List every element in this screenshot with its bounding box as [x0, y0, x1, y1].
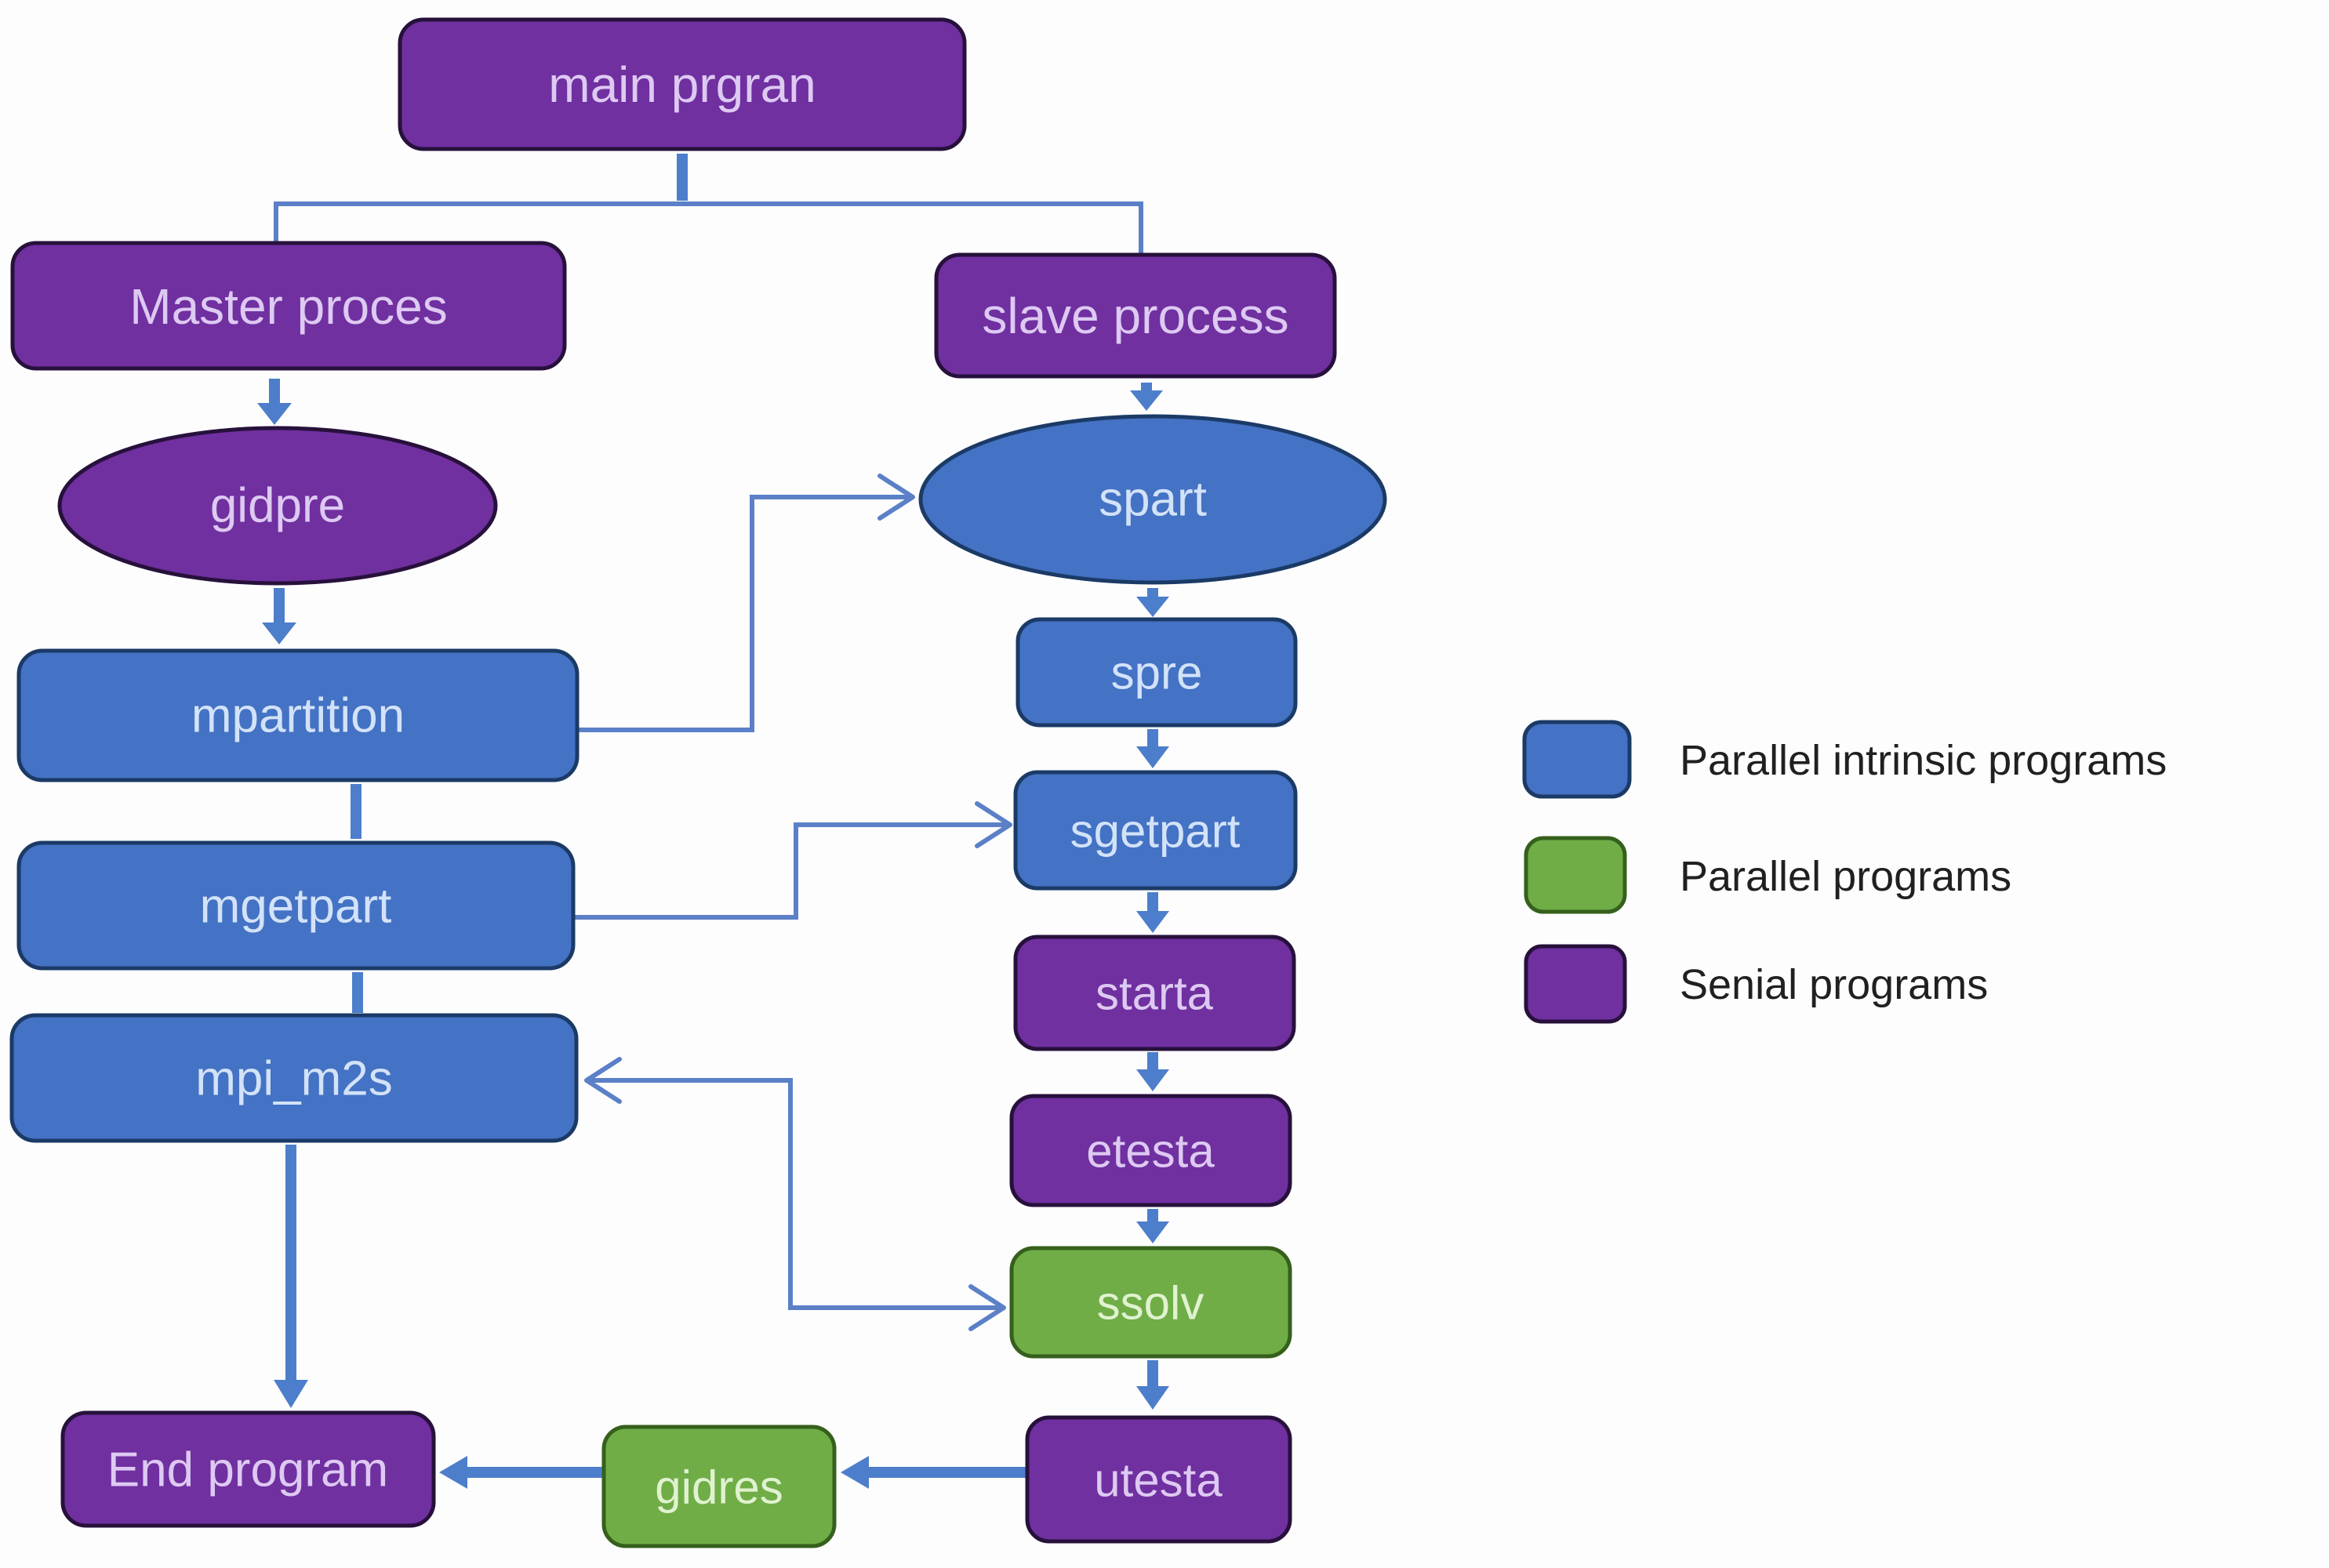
legend-item-parallel-intrinsic: Parallel intrinsic programs: [1522, 720, 2167, 799]
main-program-shape: [398, 17, 967, 151]
node-spre: spre: [1016, 617, 1298, 728]
edge-mgetpart-sgetpart: [573, 822, 1007, 920]
legend-label-serial: Senial programs: [1680, 961, 1988, 1008]
mpartition-shape: [16, 648, 580, 782]
gidpre-shape: [57, 426, 498, 586]
edge-branch-tree: [274, 201, 1143, 255]
arrowhead-spart-spre: [1136, 597, 1169, 617]
mpi-m2s-label: mpi_m2s: [195, 1052, 393, 1106]
node-sgetpart: sgetpart: [1013, 770, 1298, 891]
arrowhead-master-gidpre: [257, 403, 292, 425]
slave-process-label: slave process: [982, 288, 1288, 344]
node-mpi-m2s: mpi_m2s: [9, 1013, 579, 1143]
master-process-label: Master proces: [129, 278, 447, 335]
gidpre-label: gidpre: [210, 479, 345, 533]
starta-label: starta: [1095, 967, 1214, 1020]
arrowhead-mgetpart-sgetpart: [975, 801, 1012, 848]
nodes: main prgran Master proces slave process …: [9, 17, 1387, 1548]
gidres-shape: [601, 1425, 837, 1548]
main-program-label: main prgran: [548, 56, 816, 113]
edge-mpartition-spart: [577, 495, 910, 732]
etesta-shape: [1009, 1094, 1292, 1207]
legend-label-parallel-intrinsic: Parallel intrinsic programs: [1680, 737, 2167, 784]
arrowhead-gidres-end: [439, 1456, 467, 1489]
sgetpart-label: sgetpart: [1070, 805, 1241, 858]
spart-label: spart: [1099, 473, 1207, 527]
spre-label: spre: [1111, 647, 1203, 699]
utesta-shape: [1025, 1415, 1292, 1544]
arrowhead-spre-sgetpart: [1136, 746, 1169, 768]
edge-ssolv-mpim2s: [588, 1078, 1001, 1310]
spre-shape: [1016, 617, 1298, 728]
node-gidres: gidres: [601, 1425, 837, 1548]
sgetpart-shape: [1013, 770, 1298, 891]
arrowhead-slave-spart: [1130, 390, 1163, 411]
node-gidpre: gidpre: [57, 426, 498, 586]
master-process-shape: [10, 241, 567, 371]
arrowhead-into-mpim2s: [584, 1057, 622, 1104]
node-master-process: Master proces: [10, 241, 567, 371]
mpartition-label: mpartition: [191, 689, 405, 743]
node-spart: spart: [918, 414, 1387, 585]
ssolv-shape: [1009, 1246, 1292, 1359]
node-etesta: etesta: [1009, 1094, 1292, 1207]
arrowhead-mpim2s-end: [274, 1380, 308, 1408]
end-program-shape: [60, 1410, 436, 1528]
node-ssolv: ssolv: [1009, 1246, 1292, 1359]
node-end-program: End program: [60, 1410, 436, 1528]
arrowhead-ssolv-utesta: [1136, 1386, 1169, 1410]
ssolv-label: ssolv: [1097, 1277, 1204, 1330]
node-mpartition: mpartition: [16, 648, 580, 782]
node-slave-process: slave process: [934, 252, 1337, 379]
arrowhead-sgetpart-starta: [1136, 911, 1169, 933]
slave-process-shape: [934, 252, 1337, 379]
mgetpart-shape: [16, 840, 576, 971]
node-starta: starta: [1013, 935, 1296, 1051]
legend-swatch-parallel: [1524, 836, 1627, 914]
arrowhead-starta-etesta: [1136, 1069, 1169, 1091]
legend: Parallel intrinsic programs Parallel pro…: [1522, 720, 2167, 1024]
node-mgetpart: mgetpart: [16, 840, 576, 971]
arrowhead-utesta-gidres: [841, 1456, 869, 1489]
mpi-m2s-shape: [9, 1013, 579, 1143]
edges: [257, 154, 1169, 1489]
legend-label-parallel: Parallel programs: [1680, 853, 2011, 900]
arrowhead-gidpre-mpartition: [262, 622, 296, 644]
legend-swatch-serial: [1524, 944, 1627, 1024]
legend-item-parallel: Parallel programs: [1524, 836, 2011, 914]
node-utesta: utesta: [1025, 1415, 1292, 1544]
legend-item-serial: Senial programs: [1524, 944, 1988, 1024]
end-program-label: End program: [107, 1443, 388, 1497]
arrowhead-mpartition-spart: [877, 474, 915, 521]
spart-shape: [918, 414, 1387, 585]
arrowhead-into-ssolv: [968, 1284, 1006, 1331]
legend-swatch-parallel-intrinsic: [1522, 720, 1632, 799]
gidres-label: gidres: [655, 1461, 783, 1514]
mgetpart-label: mgetpart: [200, 880, 392, 934]
etesta-label: etesta: [1086, 1125, 1215, 1178]
utesta-label: utesta: [1094, 1454, 1223, 1507]
starta-shape: [1013, 935, 1296, 1051]
arrowhead-etesta-ssolv: [1136, 1221, 1169, 1243]
node-main-program: main prgran: [398, 17, 967, 151]
